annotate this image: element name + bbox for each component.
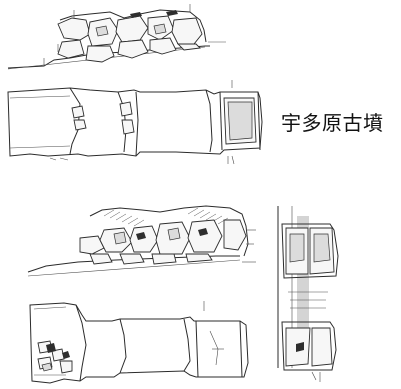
bottom-plan-drawing [20, 295, 275, 385]
top-elevation-drawing [0, 0, 250, 75]
top-plan-drawing [0, 80, 275, 165]
tomb-title: 宇多原古墳 [281, 111, 384, 135]
right-section-drawing [272, 200, 352, 385]
bottom-elevation-drawing [20, 200, 275, 295]
